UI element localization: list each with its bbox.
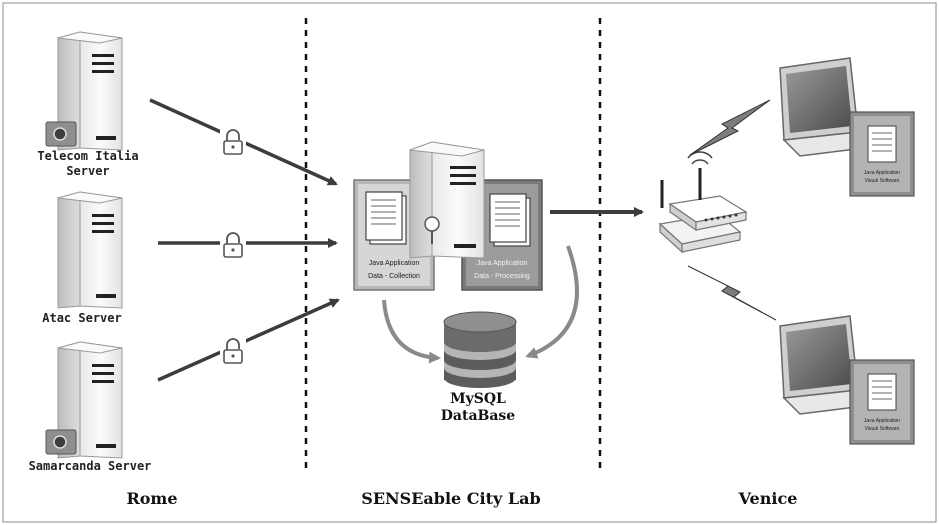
wireless-link-bottom [687, 265, 777, 321]
laptop-top-app-line2: Visual Software [865, 178, 900, 184]
document-icon [867, 125, 897, 163]
telecom-server-label-line1: Telecom Italia [37, 149, 138, 163]
arrow-collection-to-db [382, 299, 441, 364]
laptop-bottom-app-line1: Java Application [864, 418, 900, 424]
atac-server-label: Atac Server [42, 311, 121, 325]
document-icon [365, 191, 407, 245]
lock-icon [220, 338, 246, 364]
samarcanda-server-label: Samarcanda Server [29, 459, 152, 473]
collection-label-line2: Data - Collection [368, 273, 420, 280]
region-label-rome: Rome [126, 489, 177, 508]
camera-icon [45, 121, 77, 147]
lock-icon [220, 129, 246, 155]
arrow-samarcanda-to-lab [157, 298, 340, 382]
mysql-database-icon [443, 311, 517, 388]
processing-label-line2: Data - Processing [474, 273, 530, 280]
database-label-line1: MySQL [450, 391, 506, 407]
processing-label-line1: Java Application [477, 260, 528, 267]
telecom-server-label-line2: Server [66, 164, 109, 178]
wifi-icon [687, 151, 713, 165]
atac-server [57, 191, 123, 309]
laptop-bottom-app-line2: Visual Software [865, 426, 900, 432]
visual-software-box-bottom: Java Application Visual Software [849, 359, 915, 445]
key-icon [424, 216, 440, 244]
collection-label-line1: Java Application [369, 260, 420, 267]
lock-icon [220, 232, 246, 258]
document-icon [489, 193, 531, 247]
arrow-processing-to-db [525, 245, 579, 359]
document-icon [867, 373, 897, 411]
region-label-venice: Venice [738, 489, 798, 508]
telecom-server [45, 31, 123, 151]
database-label-line2: DataBase [441, 408, 516, 424]
laptop-top-app-line1: Java Application [864, 170, 900, 176]
samarcanda-server [45, 341, 123, 459]
region-label-lab: SENSEable City Lab [361, 489, 540, 508]
lab-server [409, 141, 485, 259]
visual-software-box-top: Java Application Visual Software [849, 111, 915, 197]
wireless-router [658, 151, 748, 254]
camera-icon [45, 429, 77, 455]
wireless-link-top [689, 99, 771, 156]
